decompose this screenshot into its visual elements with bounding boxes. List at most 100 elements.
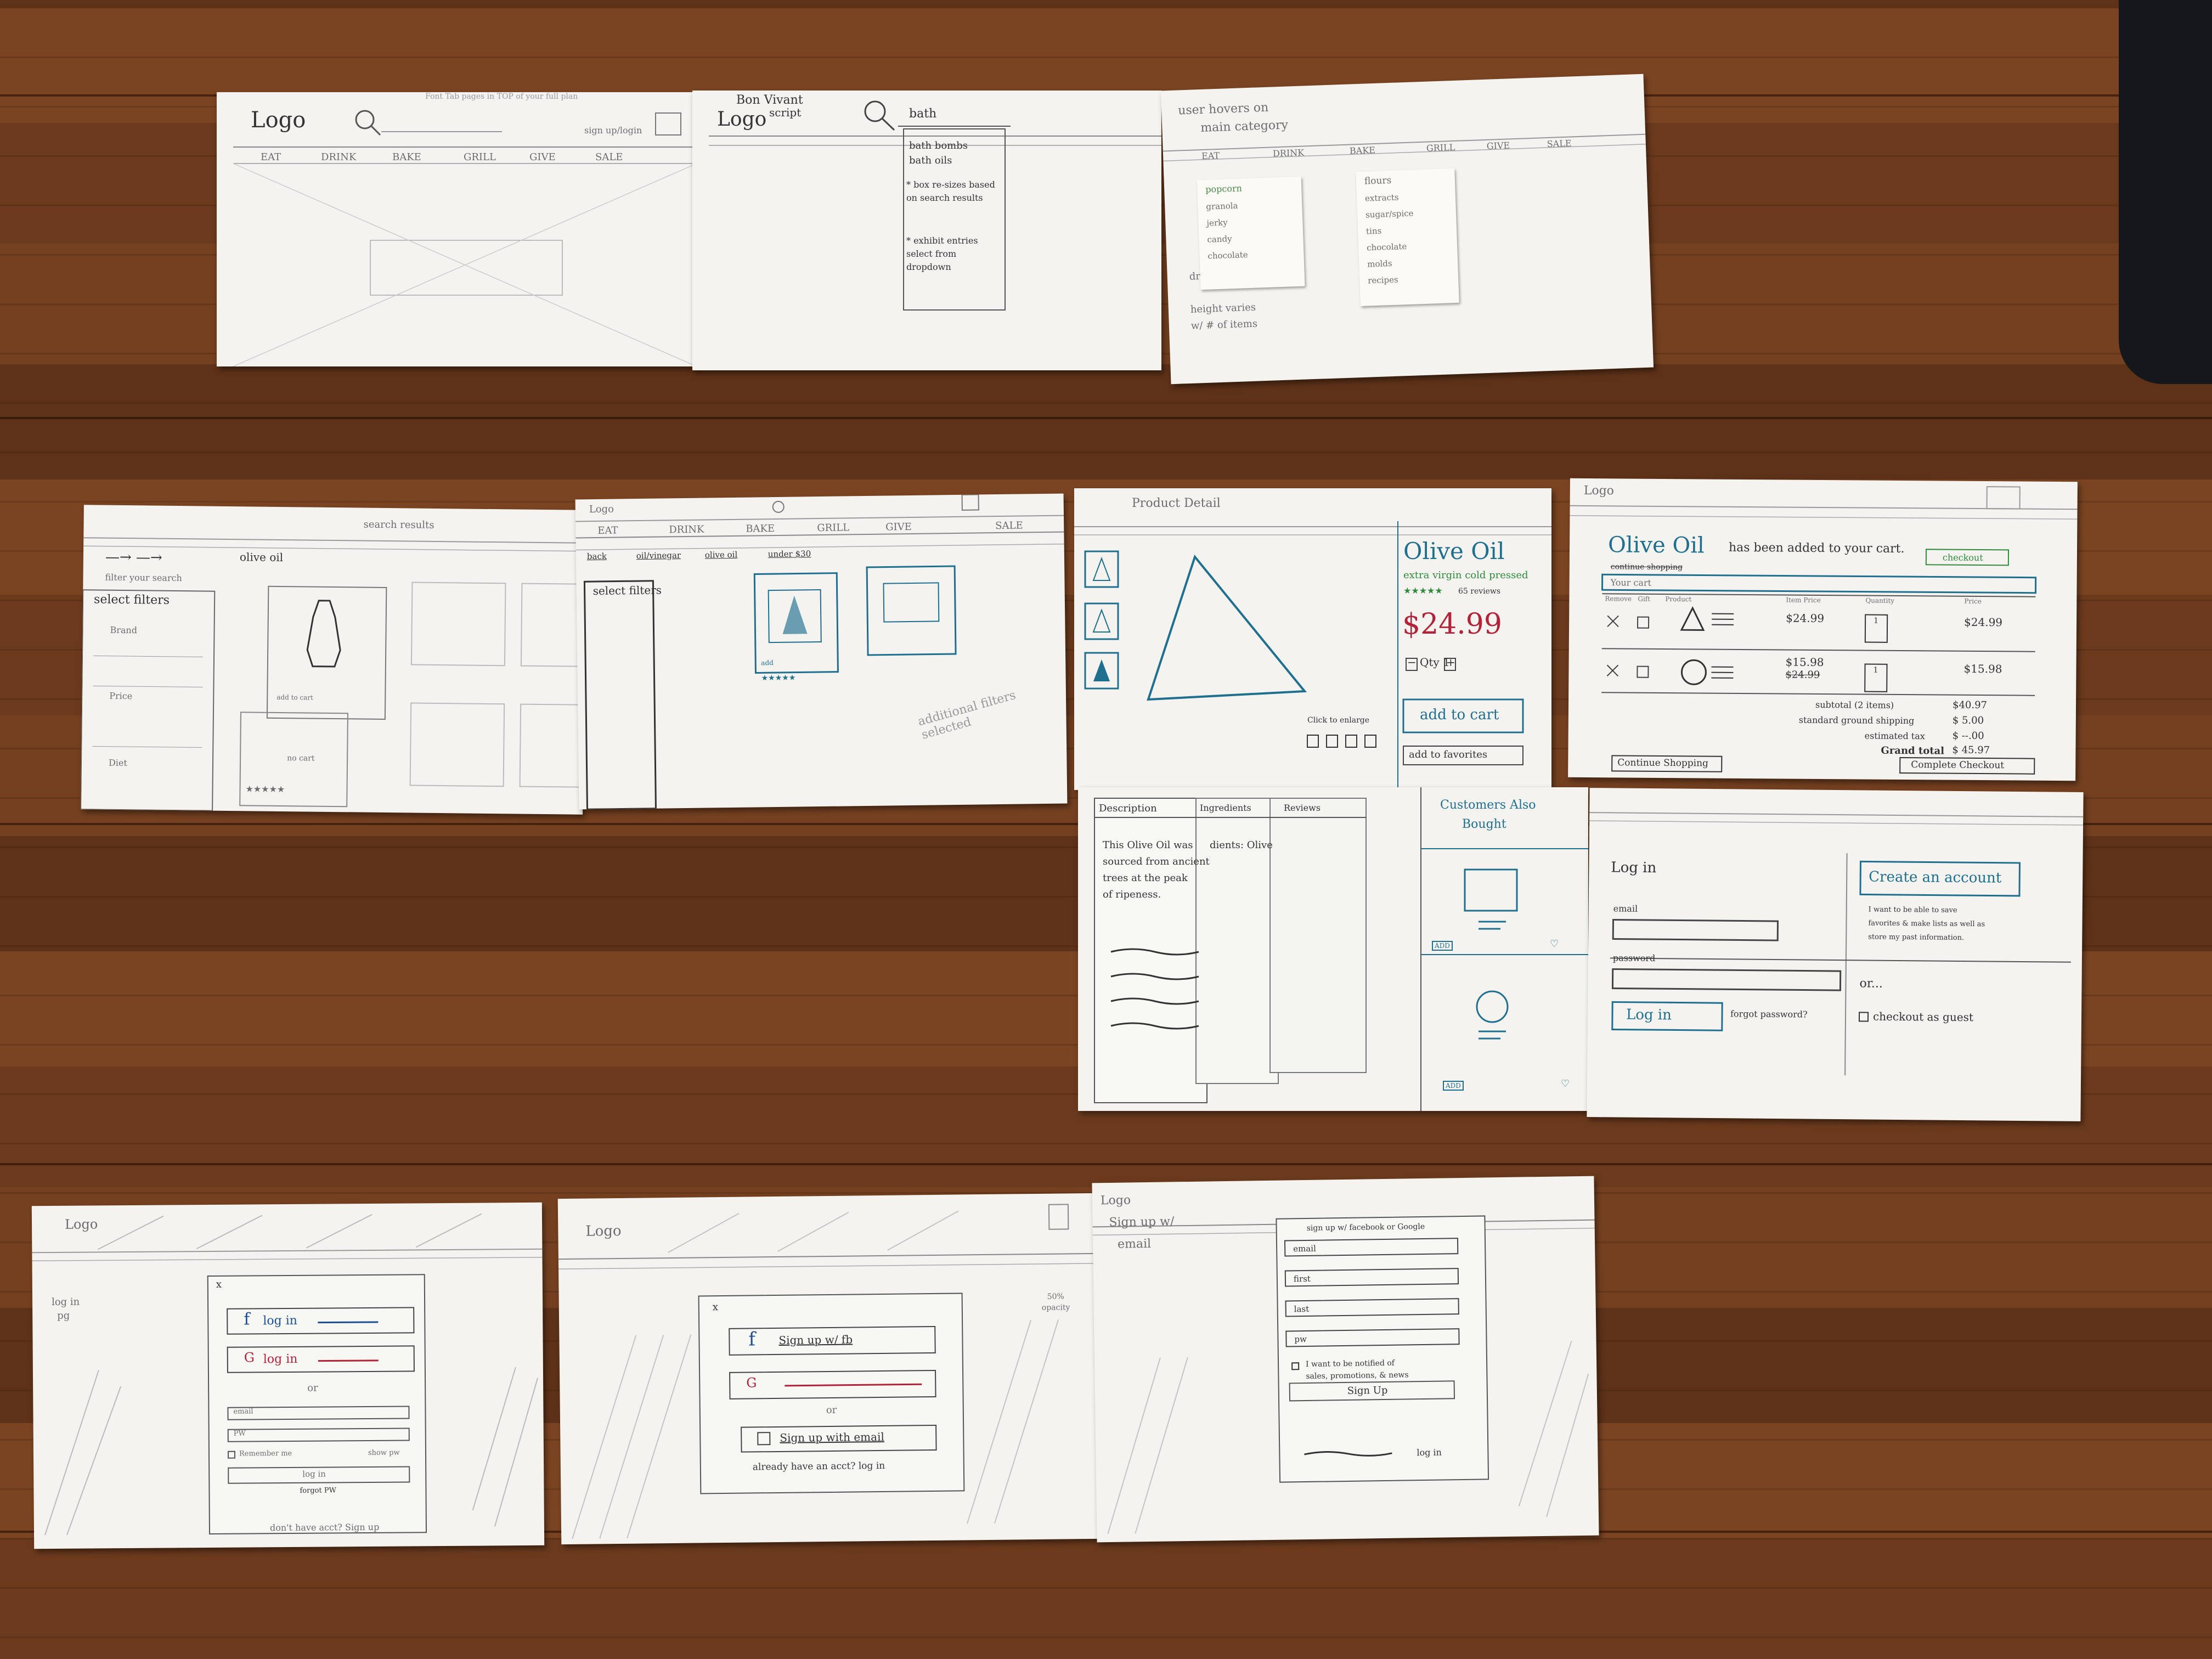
- nav-give: GIVE: [1486, 140, 1510, 151]
- add-to-cart-button[interactable]: add to cart: [1420, 707, 1499, 723]
- sticky-item: recipes: [1367, 274, 1398, 286]
- tab-reviews[interactable]: Reviews: [1284, 803, 1321, 813]
- logo-script: Bon Vivant: [736, 93, 803, 107]
- add-button[interactable]: ADD: [1443, 1081, 1464, 1091]
- logo: Logo: [585, 1222, 622, 1240]
- star-rating: ★★★★★: [1403, 585, 1443, 596]
- complete-checkout-button[interactable]: Complete Checkout: [1911, 759, 2005, 771]
- header-note: search results: [363, 518, 435, 531]
- col-remove: Remove: [1605, 595, 1632, 603]
- show-password-toggle[interactable]: show pw: [368, 1448, 400, 1457]
- sketch-signup-modal: Logo x f Sign up w/ fb G or Sign up with…: [557, 1193, 1099, 1545]
- heart-icon[interactable]: ♡: [1561, 1078, 1570, 1090]
- login-link[interactable]: already have an acct? log in: [752, 1460, 885, 1473]
- sticky-item: sugar/spice: [1365, 208, 1414, 220]
- qty-plus-button[interactable]: +: [1446, 656, 1455, 669]
- first-name-field[interactable]: first: [1293, 1273, 1311, 1284]
- signup-link[interactable]: don't have acct? Sign up: [269, 1521, 380, 1533]
- forgot-password-link[interactable]: forgot PW: [300, 1486, 336, 1495]
- google-login-button[interactable]: log in: [263, 1352, 298, 1367]
- close-icon[interactable]: x: [216, 1278, 222, 1290]
- create-account-button[interactable]: Create an account: [1869, 868, 2002, 887]
- password-field[interactable]: PW: [233, 1429, 246, 1438]
- logo: Logo: [64, 1216, 98, 1232]
- dropdown-item: bath bombs: [909, 140, 968, 151]
- filter-brand: Brand: [110, 624, 138, 636]
- add-label: add to cart: [276, 693, 313, 702]
- sketch-product-tabs: Description Ingredients Reviews This Oli…: [1078, 787, 1588, 1111]
- facebook-signup-button[interactable]: Sign up w/ fb: [778, 1333, 853, 1347]
- sketch-login-lines: [1589, 812, 2084, 1076]
- login-button[interactable]: log in: [302, 1469, 326, 1479]
- nav-bake: BAKE: [746, 523, 775, 535]
- row-qty: 1: [1873, 665, 1878, 675]
- login-button[interactable]: Log in: [1626, 1006, 1672, 1024]
- nav-sale: SALE: [595, 151, 623, 163]
- email-field[interactable]: email: [233, 1407, 253, 1416]
- qty-minus-button[interactable]: −: [1407, 656, 1417, 669]
- side-note: opacity: [1041, 1303, 1070, 1312]
- tab-description[interactable]: Description: [1099, 803, 1157, 814]
- breadcrumb-item: under $30: [768, 549, 811, 560]
- summary-label: standard ground shipping: [1798, 714, 1915, 726]
- logo: Logo: [717, 108, 767, 131]
- search-query: bath: [909, 107, 937, 121]
- desc-line: trees at the peak: [1103, 872, 1188, 884]
- password-field[interactable]: pw: [1294, 1334, 1307, 1345]
- sketch-category-lines: [1163, 133, 1646, 162]
- filter-diet: Diet: [108, 757, 127, 769]
- summary-value: $ 45.97: [1952, 744, 1990, 757]
- logo: Logo: [1583, 483, 1615, 498]
- search-icon: [355, 110, 375, 129]
- filter-price: Price: [109, 690, 133, 702]
- sketch-filtered-lines: [575, 494, 1064, 810]
- summary-value: $ 5.00: [1952, 714, 1984, 727]
- sketch-home-lines: [233, 110, 697, 366]
- sketch-signup-form-lines: [1092, 1215, 1595, 1534]
- no-cart-label: no cart: [287, 754, 315, 763]
- password-label: password: [1612, 952, 1656, 964]
- heart-icon[interactable]: ♡: [1550, 938, 1559, 950]
- add-button[interactable]: ADD: [1432, 941, 1453, 951]
- create-note: store my past information.: [1868, 933, 1965, 943]
- also-bought-title: Bought: [1462, 817, 1506, 831]
- sticky-item: chocolate: [1366, 241, 1407, 253]
- email-signup-button[interactable]: Sign up with email: [780, 1430, 884, 1444]
- ingredients-peek: dients: Olive: [1210, 839, 1273, 851]
- desc-line: sourced from ancient: [1103, 856, 1210, 867]
- facebook-login-button[interactable]: log in: [263, 1313, 297, 1328]
- nav-bake: BAKE: [1349, 144, 1376, 156]
- logo: Logo: [251, 108, 306, 133]
- sketch-cart-lines: [1570, 486, 2078, 775]
- last-name-field[interactable]: last: [1294, 1304, 1310, 1314]
- notify-checkbox-label[interactable]: I want to be notified of: [1306, 1358, 1395, 1369]
- close-icon[interactable]: x: [712, 1301, 719, 1313]
- row-qty: 1: [1874, 616, 1879, 625]
- add-label: add: [761, 659, 774, 667]
- checkout-link[interactable]: checkout: [1942, 552, 1983, 563]
- continue-shopping-button[interactable]: Continue Shopping: [1617, 757, 1709, 769]
- tab-ingredients[interactable]: Ingredients: [1200, 803, 1251, 813]
- remember-me-checkbox[interactable]: Remember me: [239, 1449, 292, 1458]
- note: email: [1117, 1237, 1152, 1251]
- cart-icon: [1986, 486, 2021, 510]
- login-link[interactable]: log in: [1417, 1447, 1442, 1458]
- col-price: Price: [1964, 597, 1982, 606]
- guest-checkout-option[interactable]: checkout as guest: [1872, 1009, 1974, 1024]
- select-filters-label: select filters: [592, 583, 662, 598]
- dark-object-corner: [2119, 0, 2212, 384]
- email-field[interactable]: email: [1293, 1243, 1316, 1254]
- logo: Logo: [1100, 1193, 1131, 1208]
- sketch-tabs-lines: [1094, 787, 1588, 1111]
- signup-button[interactable]: Sign Up: [1347, 1384, 1388, 1397]
- forgot-password-link[interactable]: forgot password?: [1730, 1008, 1808, 1020]
- col-gift: Gift: [1638, 595, 1651, 603]
- star-rating: ★★★★★: [761, 673, 796, 683]
- google-icon: G: [244, 1350, 255, 1365]
- col-item-price: Item Price: [1786, 596, 1821, 604]
- note: Sign up w/: [1109, 1215, 1175, 1229]
- breadcrumb-item: oil/vinegar: [636, 550, 681, 561]
- continue-shopping-link[interactable]: continue shopping: [1610, 562, 1683, 572]
- add-to-favorites-button[interactable]: add to favorites: [1409, 749, 1488, 760]
- sketch-filtered-results: Logo EAT DRINK BAKE GRILL GIVE SALE back…: [575, 493, 1068, 810]
